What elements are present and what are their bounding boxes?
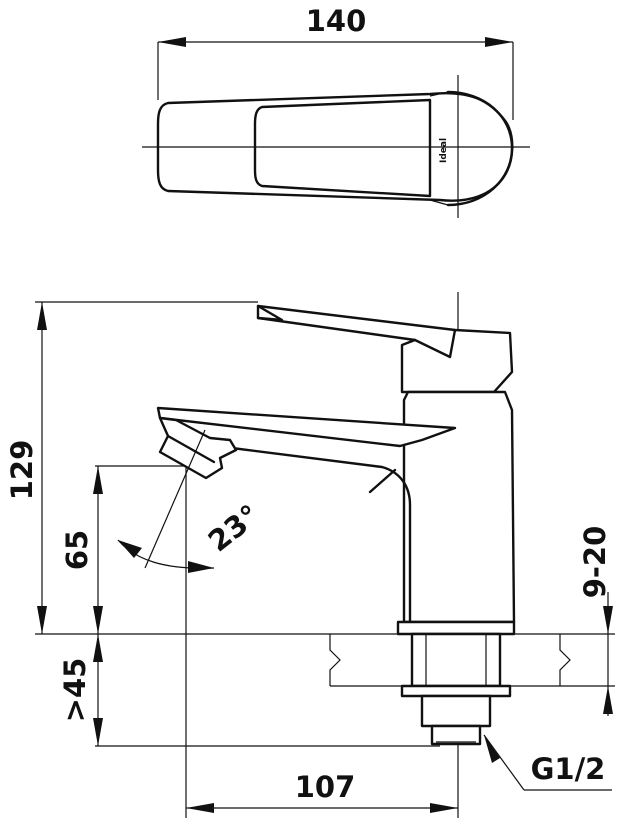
arrow-down-icon <box>93 606 103 634</box>
dimension-65-label: 65 <box>60 530 94 570</box>
arrow-angle-left-icon <box>118 540 142 558</box>
arrow-up-icon <box>93 466 103 494</box>
top-view-body-cap <box>446 90 514 207</box>
dimension-45-label: >45 <box>58 658 92 723</box>
spout-axis-angled <box>144 429 206 569</box>
arrow-right-icon <box>485 37 513 47</box>
spout <box>156 406 457 448</box>
counter-break-left <box>329 634 341 686</box>
threaded-connector <box>430 724 482 746</box>
side-lever <box>256 304 514 394</box>
thread-leader-line <box>483 734 525 791</box>
arrow-right-icon <box>430 803 458 813</box>
top-view: Ideal 140 <box>142 4 530 218</box>
side-lever-hinge <box>413 328 457 359</box>
embossed-logo: Ideal <box>439 138 449 163</box>
side-lever-tip <box>256 304 284 322</box>
nut-body <box>420 694 492 728</box>
dimension-140-label: 140 <box>306 4 367 38</box>
dimension-129-label: 129 <box>5 440 39 501</box>
arrow-up-icon <box>37 302 47 330</box>
top-view-body-cap-edge <box>429 91 449 206</box>
dimension-107-label: 107 <box>295 770 356 804</box>
arrow-up-icon <box>93 634 103 662</box>
counter-break-right <box>559 634 571 686</box>
arrow-down-icon <box>37 606 47 634</box>
arrow-down-icon <box>93 718 103 746</box>
arrow-down-icon <box>603 606 613 634</box>
aerator-ring <box>166 434 216 464</box>
spout-underside <box>230 446 412 624</box>
side-view: 129 65 23° 9-20 >45 107 G1/2 <box>5 292 615 818</box>
arrow-angle-right-icon <box>188 561 214 573</box>
aerator <box>158 416 238 480</box>
mounting-shank <box>410 632 502 688</box>
top-view-lever-inner <box>253 98 432 198</box>
dimension-9-20-label: 9-20 <box>578 526 612 599</box>
spout-underside-inner <box>368 468 397 494</box>
arrow-left-icon <box>186 803 214 813</box>
lock-nut <box>400 684 512 698</box>
mounting-flange <box>396 620 516 636</box>
angle-23-label: 23° <box>202 498 266 559</box>
thread-g12-label: G1/2 <box>531 752 606 786</box>
arrow-leader-icon <box>484 735 500 763</box>
arrow-up-icon <box>603 686 613 714</box>
arrow-left-icon <box>158 37 186 47</box>
